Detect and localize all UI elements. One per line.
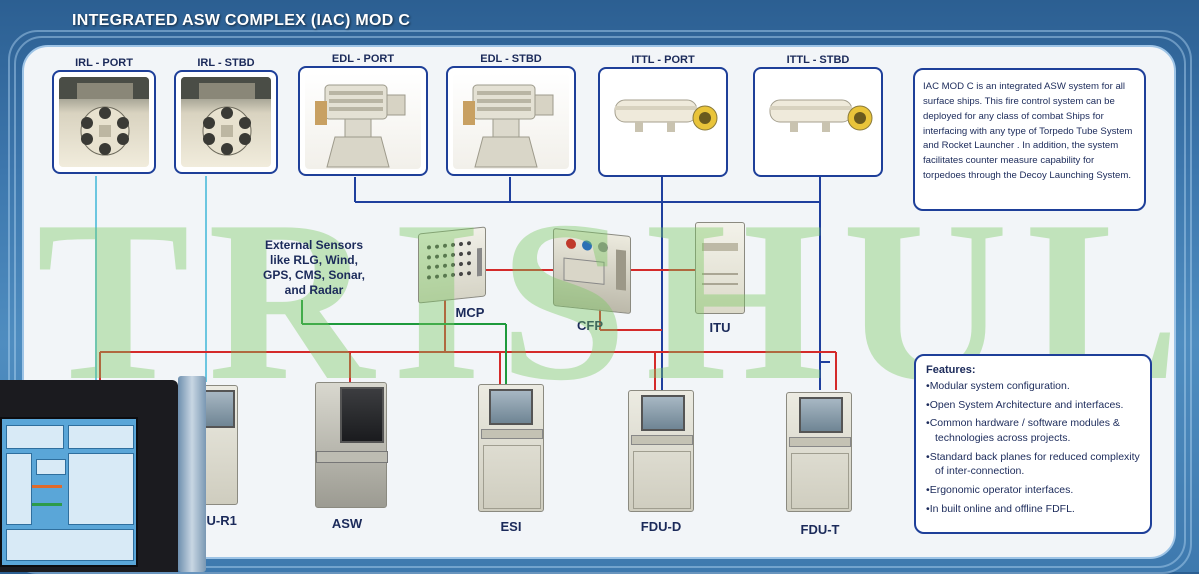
ittl-stbd-label: ITTL - STBD [753, 54, 883, 66]
fdu-t-screen [799, 397, 843, 433]
foreground-monitor [0, 380, 178, 572]
fdu-d-console[interactable] [628, 390, 694, 512]
irl-port-node[interactable] [52, 70, 156, 174]
asw-label: ASW [316, 516, 378, 531]
cfp-unit[interactable] [553, 228, 631, 314]
ittl-stbd-node[interactable] [753, 67, 883, 177]
ittl-stbd-launcher-icon [760, 74, 876, 170]
irl-port-launcher-icon [59, 77, 149, 167]
fdu-t-cabinet [791, 453, 849, 509]
features-list: Modular system configuration. Open Syste… [926, 379, 1140, 517]
irl-stbd-node[interactable] [174, 70, 278, 174]
monitor-panel [36, 459, 66, 475]
cfp-label: CFP [560, 318, 620, 333]
monitor-panel [6, 529, 134, 561]
fdu-d-cabinet [633, 451, 691, 509]
edl-port-launcher-icon [305, 73, 421, 169]
features-box: Features: Modular system configuration. … [914, 354, 1152, 534]
description-box: IAC MOD C is an integrated ASW system fo… [913, 68, 1146, 211]
feature-item: Common hardware / software modules & tec… [926, 416, 1140, 445]
edl-stbd-launcher-icon [453, 73, 569, 169]
mcp-panel-icon [419, 228, 485, 303]
monitor-indicator [32, 503, 62, 506]
monitor-panel [6, 425, 64, 449]
feature-item: Open System Architecture and interfaces. [926, 398, 1140, 413]
itu-panel-icon [696, 223, 744, 313]
esi-cabinet [483, 445, 541, 509]
fdu-t-label: FDU-T [784, 522, 856, 537]
edl-stbd-node[interactable] [446, 66, 576, 176]
itu-label: ITU [690, 320, 750, 335]
edl-stbd-label: EDL - STBD [446, 53, 576, 65]
fdu-d-screen [641, 395, 685, 431]
monitor-panel [68, 425, 134, 449]
fdu-d-keyboard-tray [631, 435, 693, 445]
asw-keyboard-tray [316, 451, 388, 463]
ittl-port-node[interactable] [598, 67, 728, 177]
fdu-d-label: FDU-D [624, 519, 698, 534]
feature-item: In built online and offline FDFL. [926, 502, 1140, 517]
ittl-port-label: ITTL - PORT [598, 54, 728, 66]
fdu-r1-screen [203, 390, 235, 428]
monitor-panel [68, 453, 134, 525]
monitor-stand [178, 376, 206, 572]
mcp-unit[interactable] [418, 226, 486, 303]
esi-keyboard-tray [481, 429, 543, 439]
cfp-panel-icon [554, 229, 630, 313]
esi-label: ESI [480, 519, 542, 534]
asw-console[interactable] [315, 382, 387, 508]
monitor-screen [0, 417, 138, 567]
monitor-indicator [32, 485, 62, 488]
fdu-t-keyboard-tray [789, 437, 851, 447]
features-heading: Features: [926, 364, 1140, 376]
monitor-panel [6, 453, 32, 525]
edl-port-node[interactable] [298, 66, 428, 176]
irl-stbd-launcher-icon [181, 77, 271, 167]
feature-item: Ergonomic operator interfaces. [926, 483, 1140, 498]
feature-item: Standard back planes for reduced complex… [926, 450, 1140, 479]
external-sensors-text: External Sensors like RLG, Wind, GPS, CM… [258, 238, 370, 298]
irl-port-label: IRL - PORT [52, 57, 156, 69]
itu-unit[interactable] [695, 222, 745, 314]
feature-item: Modular system configuration. [926, 379, 1140, 394]
esi-console[interactable] [478, 384, 544, 512]
edl-port-label: EDL - PORT [298, 53, 428, 65]
fdu-t-console[interactable] [786, 392, 852, 512]
esi-screen [489, 389, 533, 425]
mcp-label: MCP [440, 305, 500, 320]
irl-stbd-label: IRL - STBD [174, 57, 278, 69]
ittl-port-launcher-icon [605, 74, 721, 170]
asw-screen [340, 387, 384, 443]
